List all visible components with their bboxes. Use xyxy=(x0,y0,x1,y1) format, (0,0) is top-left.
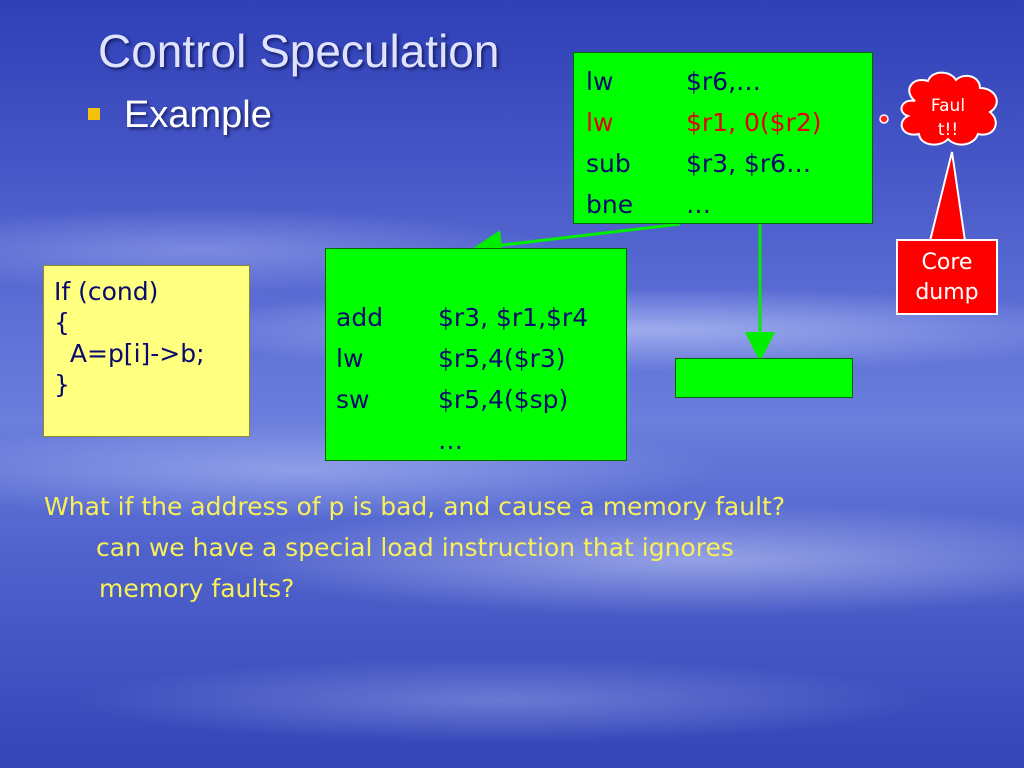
operands: $r1, 0($r2) xyxy=(686,108,822,137)
slide-title: Control Speculation xyxy=(98,25,500,77)
fault-line-1: Faul xyxy=(930,96,966,116)
code-row: lw $r6,… xyxy=(586,61,872,102)
arrow-to-add-block xyxy=(472,222,681,261)
question-line-1: What if the address of p is bad, and cau… xyxy=(44,492,786,521)
opcode: lw xyxy=(586,108,614,137)
bullet-example: Example xyxy=(124,94,272,136)
code-block-top: lw $r6,… lw $r1, 0($r2) sub $r3, $r6… bn… xyxy=(573,52,873,224)
opcode: sw xyxy=(336,385,370,414)
operands: … xyxy=(686,190,711,219)
opcode: add xyxy=(336,303,384,332)
opcode: sub xyxy=(586,149,631,178)
code-row: sub $r3, $r6… xyxy=(586,143,872,184)
code-row: bne … xyxy=(586,184,872,225)
fault-line-2: t!! xyxy=(937,120,959,140)
question-line-3: memory faults? xyxy=(99,574,295,603)
opcode: lw xyxy=(586,67,614,96)
opcode: lw xyxy=(336,344,364,373)
operands: $r5,4($r3) xyxy=(438,344,566,373)
operands: $r6,… xyxy=(686,67,762,96)
opcode: bne xyxy=(586,190,634,219)
source-line: A=p[i]->b; xyxy=(54,339,205,368)
code-row-highlighted: lw $r1, 0($r2) xyxy=(586,102,872,143)
code-row: add $r3, $r1,$r4 xyxy=(336,297,626,338)
operands: … xyxy=(438,426,463,455)
operands: $r3, $r1,$r4 xyxy=(438,303,589,332)
code-row: sw $r5,4($sp) xyxy=(336,379,626,420)
core-dump-line-1: Core xyxy=(921,250,973,275)
code-block-taken: add $r3, $r1,$r4 lw $r5,4($r3) sw $r5,4(… xyxy=(325,248,627,461)
code-block-fallthrough xyxy=(675,358,853,398)
operands: $r3, $r6… xyxy=(686,149,812,178)
question-line-2: can we have a special load instruction t… xyxy=(96,533,734,562)
core-dump-line-2: dump xyxy=(915,280,979,305)
fault-cloud-shape xyxy=(900,71,998,146)
code-row: … xyxy=(336,420,626,461)
source-line: { xyxy=(54,308,70,337)
core-dump-pointer xyxy=(928,151,967,242)
question-text: What if the address of p is bad, and cau… xyxy=(44,486,1004,609)
bullet-square-icon xyxy=(88,108,100,120)
core-dump-callout: Core dump xyxy=(896,239,998,315)
source-line: } xyxy=(54,370,70,399)
opcode xyxy=(336,420,438,461)
source-code-box: If (cond){ A=p[i]->b;} xyxy=(43,265,250,437)
operands: $r5,4($sp) xyxy=(438,385,569,414)
code-row: lw $r5,4($r3) xyxy=(336,338,626,379)
source-line: If (cond) xyxy=(54,277,159,306)
fault-cloud-label: Faul t!! xyxy=(913,94,983,142)
